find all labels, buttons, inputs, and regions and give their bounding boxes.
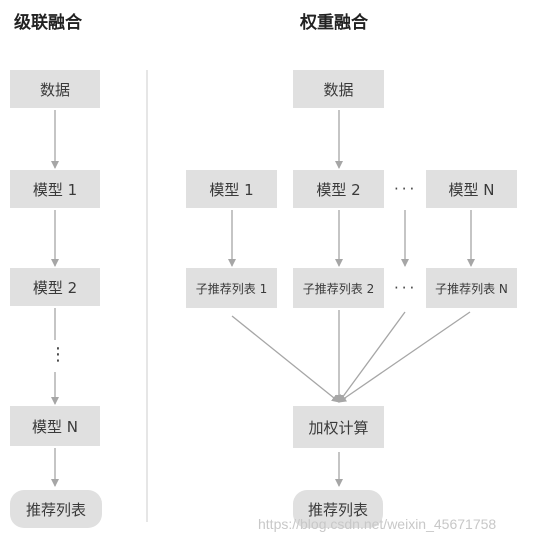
left-node-model-2: 模型 2 [10,268,100,306]
right-node-weighted-compute: 加权计算 [293,406,384,448]
right-sub-list-ellipsis: ··· [394,279,418,297]
right-node-data: 数据 [293,70,384,108]
left-node-model-1: 模型 1 [10,170,100,208]
right-node-result-list: 推荐列表 [293,490,383,528]
right-node-model-1: 模型 1 [186,170,277,208]
right-node-model-n: 模型 N [426,170,517,208]
right-title: 权重融合 [300,13,368,33]
left-node-data: 数据 [10,70,100,108]
right-model-ellipsis: ··· [394,180,418,198]
arrow-subN-to-compute [338,311,471,403]
arrow-sub1-to-compute [231,315,340,403]
right-node-sub-list-n: 子推荐列表 N [426,268,517,308]
right-node-sub-list-1: 子推荐列表 1 [186,268,277,308]
left-node-model-n: 模型 N [10,406,100,446]
right-node-sub-list-2: 子推荐列表 2 [293,268,384,308]
left-node-result-list: 推荐列表 [10,490,102,528]
left-ellipsis: ⋮ [49,344,70,365]
watermark-text: https://blog.csdn.net/weixin_45671758 [258,516,497,532]
arrow-ellipsis-to-compute [338,311,406,403]
right-node-model-2: 模型 2 [293,170,384,208]
left-title: 级联融合 [14,13,82,33]
